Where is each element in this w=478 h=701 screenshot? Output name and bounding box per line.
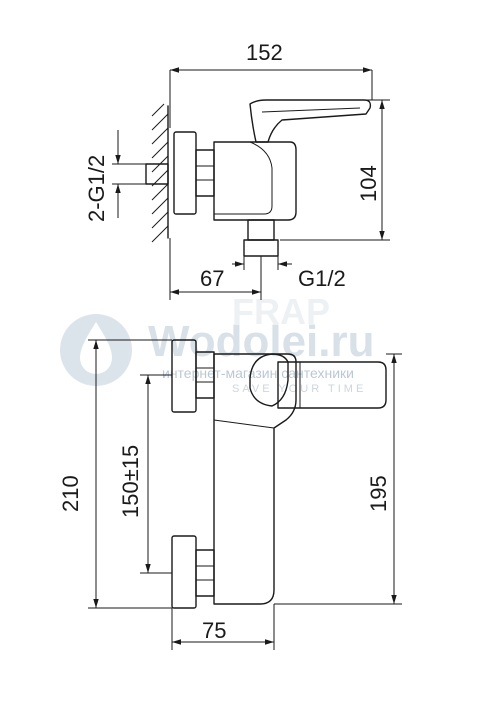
dim-wall-projection: 75 [202,618,226,643]
mixer-body-top [213,141,297,221]
outlet-stub [247,219,275,241]
lever-handle-top [249,99,372,143]
outlet-nut [243,239,279,257]
connector-nut-top [195,149,215,197]
escutcheon-lower [171,535,197,609]
connector-nut-lower [195,549,215,597]
dim-body-height: 195 [366,475,391,512]
watermark-tagline: интернет-магазин сантехники [162,365,354,381]
dim-overall-height: 210 [58,475,83,512]
wall-hatch [151,103,169,243]
dim-top-height: 104 [356,165,381,202]
dim-spout-offset: 67 [200,266,224,291]
watermark-logo-text: FRAP [232,291,330,332]
inlet-pipe [145,163,169,185]
dim-outlet-thread: G1/2 [298,266,346,291]
watermark-slogan: SAVE YOUR TIME [232,383,366,395]
watermark: Wodolei.ru интернет-магазин сантехники F… [60,291,375,395]
mixer-body-front [213,353,297,605]
dim-center-distance: 150±15 [118,445,143,518]
dim-inlet-thread: 2-G1/2 [84,155,109,222]
lever-handle-front [277,361,387,409]
cartridge-cap [249,353,289,407]
escutcheon-top [173,131,197,215]
dim-top-width: 152 [246,40,283,65]
front-view: 210 150±15 195 75 [58,339,402,650]
top-view: 152 104 2-G1/2 67 G1/2 [84,40,390,300]
